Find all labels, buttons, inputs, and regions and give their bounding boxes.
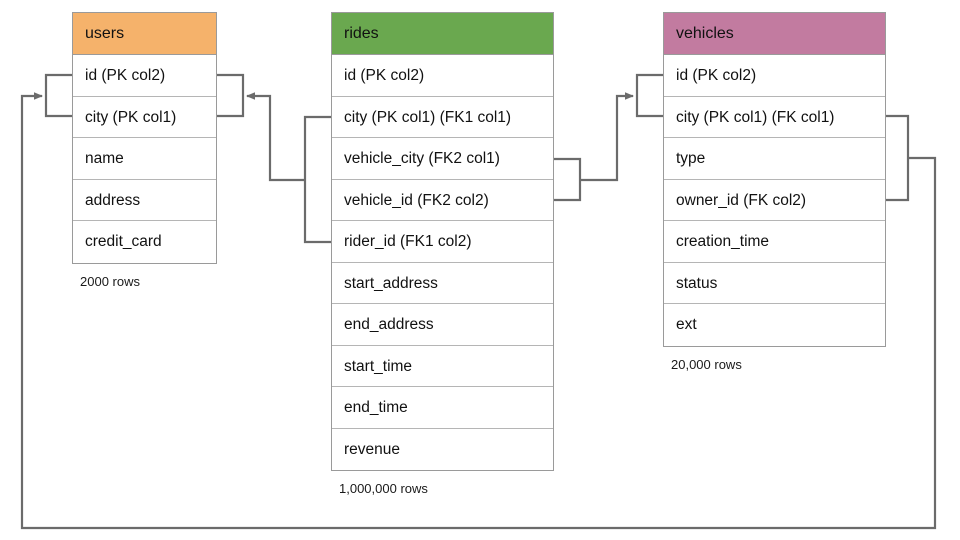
column-row[interactable]: end_address bbox=[332, 304, 553, 346]
column-row[interactable]: end_time bbox=[332, 387, 553, 429]
rides-left-bracket bbox=[303, 115, 331, 244]
users-right-bracket bbox=[217, 73, 245, 118]
column-row[interactable]: status bbox=[664, 263, 885, 304]
table-header-users: users bbox=[73, 13, 216, 55]
column-row[interactable]: revenue bbox=[344, 440, 401, 458]
column-row[interactable]: city (PK col1) (FK1 col1) bbox=[332, 97, 553, 138]
column-row[interactable]: credit_card bbox=[85, 233, 162, 250]
rides-right-bracket bbox=[554, 157, 582, 202]
column-row[interactable]: id (PK col2) bbox=[73, 55, 216, 97]
table-header-rides: rides bbox=[332, 13, 553, 55]
column-row[interactable]: start_time bbox=[332, 346, 553, 387]
column-row[interactable]: name bbox=[73, 138, 216, 180]
users-left-bracket bbox=[44, 73, 72, 118]
column-row[interactable]: owner_id (FK col2) bbox=[664, 180, 885, 221]
column-row[interactable]: vehicle_id (FK2 col2) bbox=[332, 180, 553, 221]
column-row[interactable]: vehicle_city (FK2 col1) bbox=[332, 138, 553, 180]
column-row[interactable]: id (PK col2) bbox=[332, 55, 553, 97]
row-count-label-users: 2000 rows bbox=[80, 273, 140, 289]
row-count-label-vehicles: 20,000 rows bbox=[671, 356, 742, 372]
column-row[interactable]: creation_time bbox=[664, 221, 885, 263]
column-row[interactable]: rider_id (FK1 col2) bbox=[332, 221, 553, 263]
column-row[interactable]: address bbox=[73, 180, 216, 221]
table-header-vehicles: vehicles bbox=[664, 13, 885, 55]
column-row[interactable]: city (PK col1) bbox=[73, 97, 216, 138]
column-row[interactable]: id (PK col2) bbox=[664, 55, 885, 97]
vehicles-left-bracket bbox=[635, 73, 663, 118]
column-row[interactable]: type bbox=[664, 138, 885, 180]
fk1-rides-to-users-line bbox=[246, 92, 305, 182]
column-row[interactable]: ext bbox=[676, 316, 697, 333]
vehicles-right-bracket bbox=[886, 114, 910, 202]
fk2-rides-to-vehicles-line bbox=[580, 92, 634, 182]
row-count-label-rides: 1,000,000 rows bbox=[339, 481, 428, 496]
column-row[interactable]: city (PK col1) (FK col1) bbox=[664, 97, 885, 138]
column-row[interactable]: start_address bbox=[332, 263, 553, 304]
